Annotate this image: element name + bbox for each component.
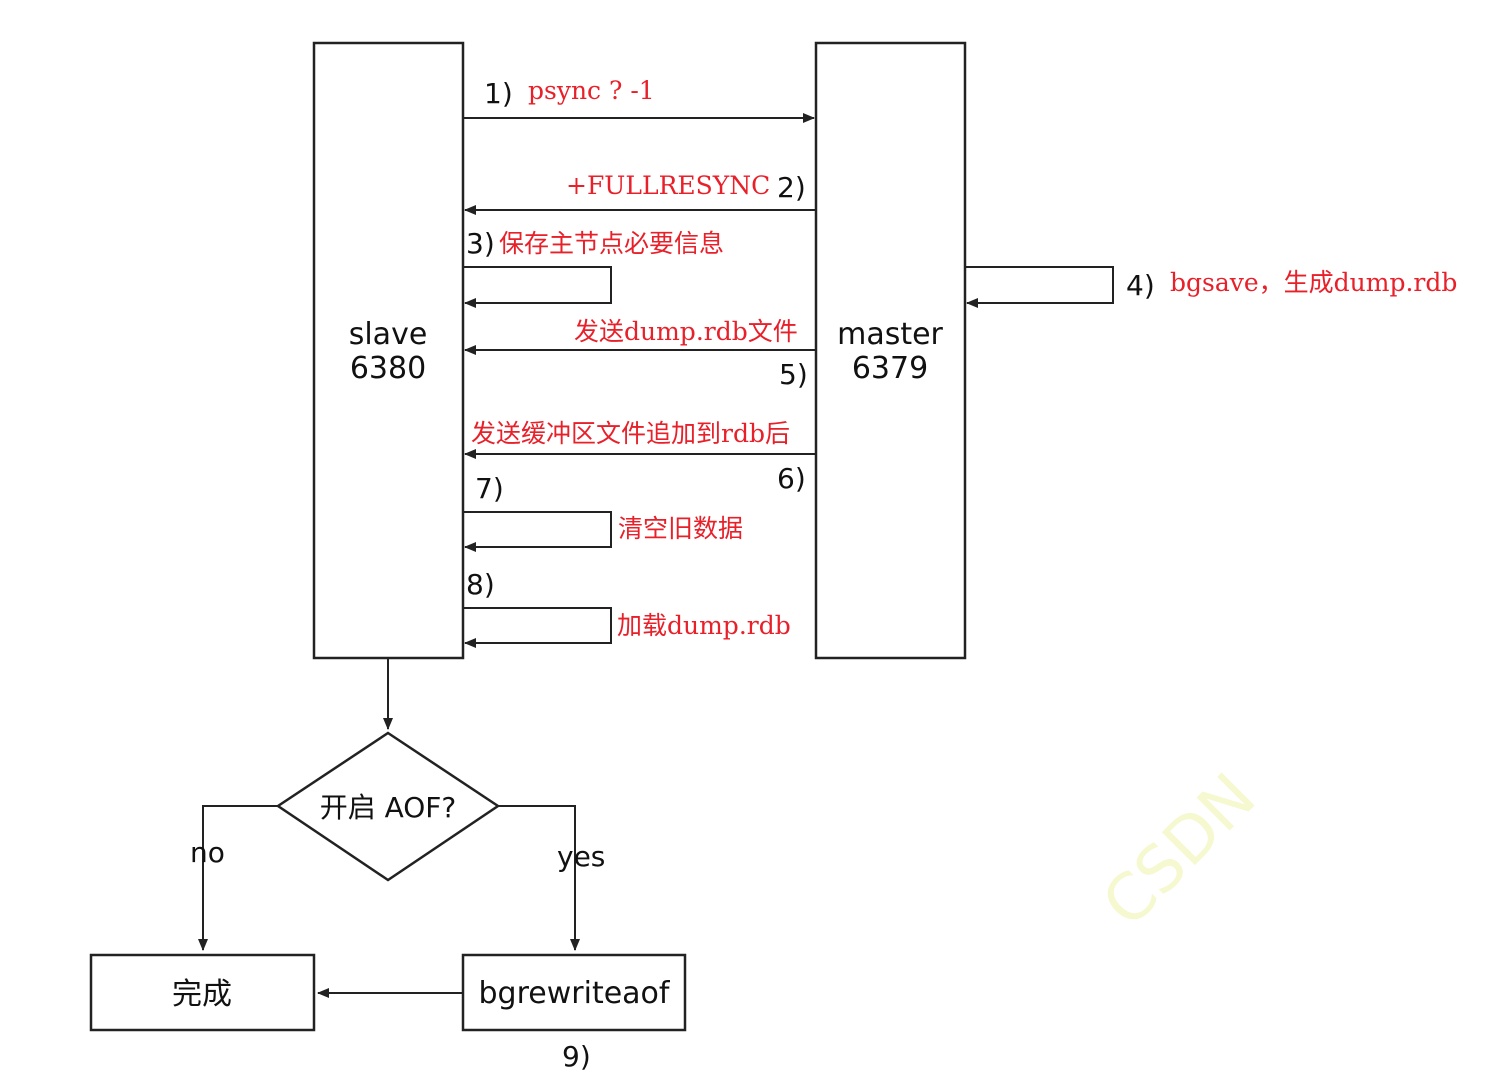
done-label: 完成 [172, 977, 232, 1012]
master-name: master [837, 317, 943, 352]
branch-no-label: no [190, 836, 225, 869]
step-5-label: 5) [779, 358, 808, 391]
message-send-rdb: 发送dump.rdb文件 [574, 317, 798, 346]
step-3-label: 3) [466, 227, 495, 260]
message-save-master-info: 保存主节点必要信息 [499, 229, 724, 258]
watermark: CSDN [1089, 760, 1270, 941]
slave-box [312, 41, 465, 660]
step-9-label: 9) [562, 1040, 591, 1073]
message-flush-old-data: 清空旧数据 [618, 514, 743, 543]
loop-load-rdb [463, 607, 612, 648]
loop-bgsave [965, 266, 1114, 308]
step-2-label: 2) [777, 171, 806, 204]
decision-diamond [275, 731, 501, 882]
step-6-label: 6) [777, 462, 806, 495]
step-1-label: 1) [484, 77, 513, 110]
branch-no [198, 805, 278, 951]
bgrewriteaof-label: bgrewriteaof [479, 976, 671, 1011]
loop-save-master-info [463, 266, 612, 308]
step-7-label: 7) [475, 472, 504, 505]
slave-name: slave [349, 317, 428, 352]
step-4-label: 4) [1126, 269, 1155, 302]
done-box [89, 953, 316, 1032]
message-load-rdb: 加载dump.rdb [617, 611, 791, 640]
slave-port: 6380 [350, 351, 426, 386]
master-port: 6379 [852, 351, 928, 386]
branch-yes [498, 805, 580, 951]
branch-yes-label: yes [557, 840, 605, 873]
message-psync: psync ? -1 [528, 76, 655, 105]
message-send-buffer: 发送缓冲区文件追加到rdb后 [471, 419, 790, 448]
decision-label: 开启 AOF? [320, 791, 457, 824]
master-box [814, 41, 967, 660]
message-fullresync: +FULLRESYNC [566, 171, 770, 200]
step-8-label: 8) [466, 568, 495, 601]
loop-flush-old-data [463, 511, 612, 552]
message-bgsave: bgsave，生成dump.rdb [1170, 268, 1457, 297]
